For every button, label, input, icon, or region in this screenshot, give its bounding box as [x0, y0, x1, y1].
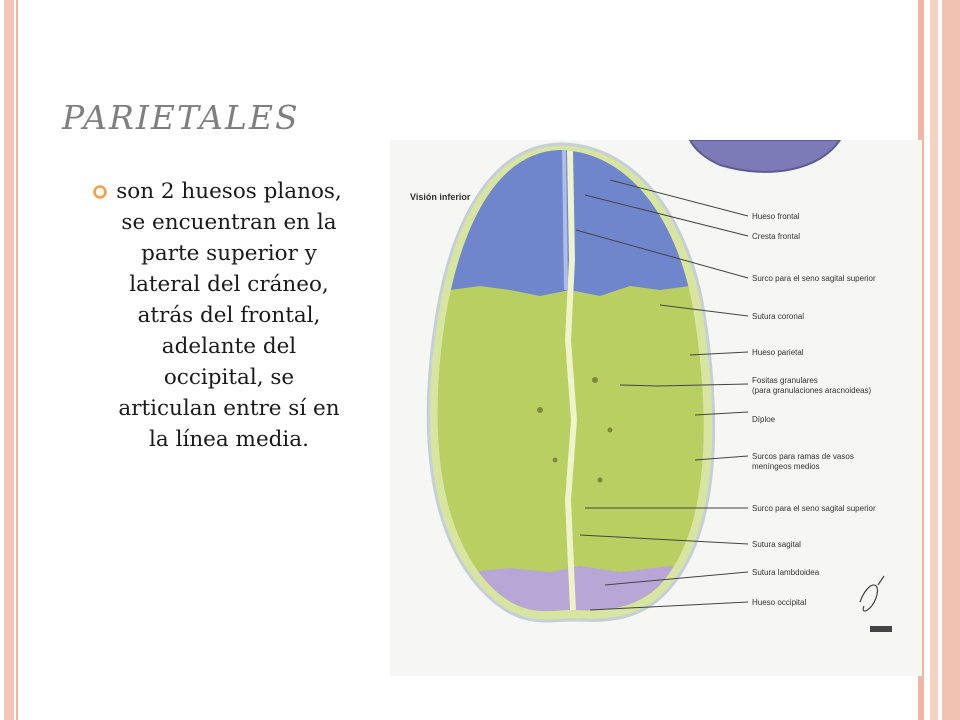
label-surco-seno-1: Surco para el seno sagital superior [752, 274, 876, 283]
label-sutura-sagital: Sutura sagital [752, 540, 801, 549]
label-sutura-lambdoidea: Sutura lambdoidea [752, 568, 820, 577]
adjacent-bone-edge [688, 140, 842, 173]
label-cresta-frontal: Cresta frontal [752, 232, 800, 241]
bullet-text: son 2 huesos planos, se encuentran en la… [116, 179, 342, 452]
label-surcos-ramas: Surcos para ramas de vasos [752, 452, 854, 461]
occipital-bone-region [437, 566, 704, 612]
label-hueso-frontal: Hueso frontal [752, 212, 800, 221]
left-border-stripe [4, 0, 14, 720]
slide-title: PARIETALES [62, 98, 300, 137]
view-label: Visión inferior [410, 192, 471, 202]
signature-icon [859, 575, 885, 612]
leader-lines [575, 179, 749, 611]
bullet-item: son 2 huesos planos, se encuentran en la… [92, 176, 342, 455]
sagittal-suture [564, 150, 578, 611]
label-fositas: Fositas granulares [752, 376, 818, 385]
right-border-stripe [942, 0, 960, 720]
left-border-line [16, 0, 18, 720]
label-diploe: Díploe [752, 415, 776, 424]
label-hueso-parietal: Hueso parietal [752, 348, 804, 357]
skull-cap-diagram: Visión inferior Hueso frontal Cresta fr [410, 140, 892, 632]
frontal-crest [562, 150, 568, 291]
label-hueso-occipital: Hueso occipital [752, 598, 806, 607]
hollow-circle-bullet-icon [93, 185, 107, 199]
frontal-bone-region [437, 150, 704, 296]
label-sutura-coronal: Sutura coronal [752, 312, 804, 321]
label-surco-seno-2: Surco para el seno sagital superior [752, 504, 876, 513]
skull-illustration: Visión inferior Hueso frontal Cresta fr [390, 140, 922, 676]
label-fositas-sub: (para granulaciones aracnoideas) [752, 386, 872, 395]
label-surcos-ramas-sub: meníngeos medios [752, 462, 820, 471]
right-border-stripe [930, 0, 938, 720]
publisher-mark [870, 626, 892, 632]
